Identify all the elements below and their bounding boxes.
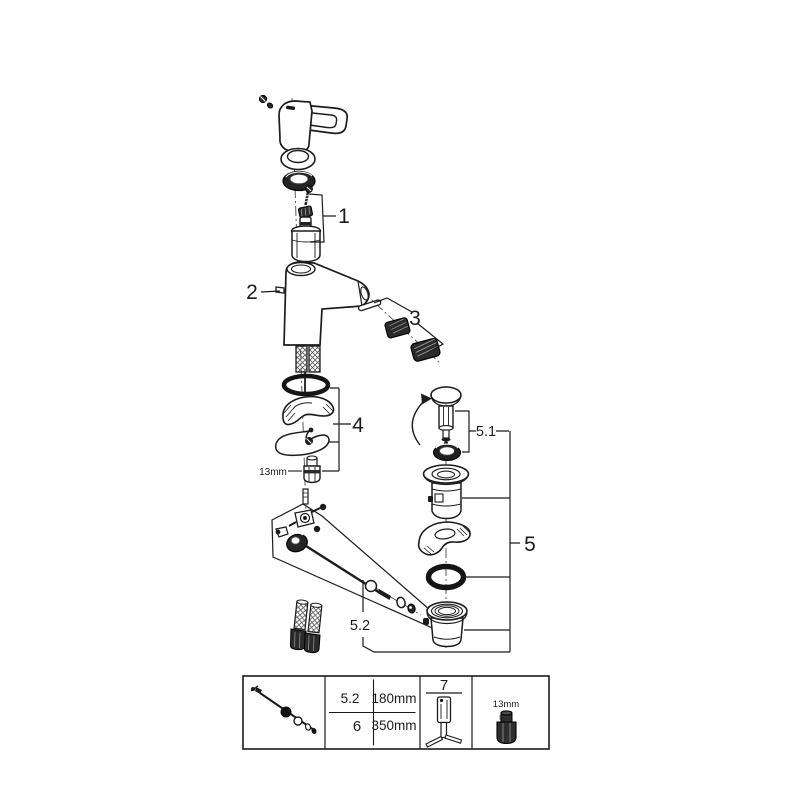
dome-cap [280, 147, 316, 171]
wrench-size-label: 13mm [259, 467, 302, 478]
callout-5-1-label: 5.1 [476, 424, 496, 440]
spec-row1-length: 180mm [371, 691, 416, 706]
wedge-gasket [417, 521, 471, 556]
aerator-insert [384, 317, 411, 339]
callout-4: 4 [322, 387, 364, 472]
spec-rod-drawing [250, 685, 317, 734]
spec-table: 5.2 180mm 6 350mm 7 13mm [242, 675, 550, 750]
base-o-ring [281, 373, 331, 397]
spec-row1-ref: 5.2 [341, 691, 360, 706]
callout-1-label: 1 [338, 205, 350, 228]
drain-o-ring [425, 563, 467, 591]
callout-2: 2 [246, 281, 281, 304]
callout-2-label: 2 [246, 281, 258, 304]
spec-socket-drawing [496, 710, 517, 745]
callout-5-1: 5.1 [455, 410, 509, 453]
supply-hoses [289, 599, 323, 654]
stud-pin [302, 488, 309, 505]
wrench-size-text: 13mm [259, 467, 287, 478]
callout-4-label: 4 [352, 414, 364, 437]
callout-5-2: 5.2 [350, 580, 510, 653]
cartridge-screw [303, 185, 313, 206]
faucet-body [275, 261, 370, 346]
spec-tool-ref: 7 [440, 677, 448, 694]
body-pin [275, 286, 285, 294]
drain-flange [422, 464, 470, 520]
mounting-nut [303, 455, 321, 484]
mounting-clamp [274, 427, 330, 457]
stabilizer-plate [282, 395, 335, 426]
cartridge-adapter [297, 205, 314, 219]
popup-rod-assembly [275, 503, 416, 614]
spec-socket-size: 13mm [493, 699, 519, 710]
callout-5-label: 5 [524, 533, 536, 556]
callout-3-label: 3 [409, 307, 421, 330]
drain-body [423, 601, 468, 648]
drain-plug [430, 386, 462, 446]
spec-row2-ref: 6 [353, 718, 361, 735]
rotation-arrow [411, 393, 432, 446]
handle-lever [278, 100, 349, 154]
spec-row2-length: 350mm [371, 718, 416, 733]
plug-seal-ring [432, 443, 462, 462]
callout-5: 5 [462, 431, 536, 652]
cartridge [290, 216, 322, 263]
callout-1: 1 [308, 193, 350, 243]
aerator-housing [410, 337, 441, 362]
handle-screw [258, 94, 274, 109]
spec-tool-drawing [425, 696, 463, 748]
threaded-shanks [295, 345, 321, 392]
callout-3: 3 [373, 297, 445, 353]
callout-5-2-label: 5.2 [350, 618, 370, 634]
